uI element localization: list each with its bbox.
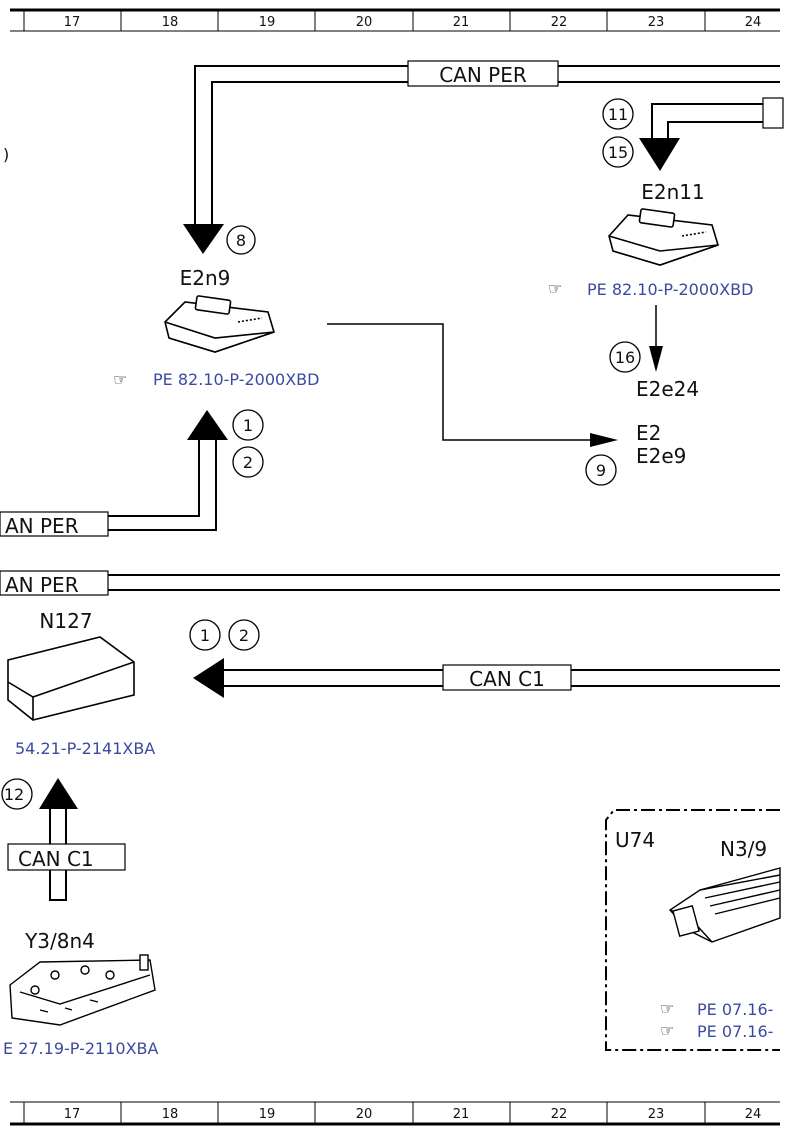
e2n11-ref-link[interactable]: PE 82.10-P-2000XBD: [587, 280, 753, 299]
e2n11-module[interactable]: E2n11 ☞ PE 82.10-P-2000XBD: [548, 180, 753, 299]
can-per-top-box: [407, 60, 559, 87]
arrow-left-icon: [193, 658, 224, 698]
control-unit-box-icon: [7, 636, 135, 721]
grid-number: 21: [453, 1107, 470, 1122]
callout-number: 9: [596, 461, 606, 480]
u74-label: U74: [615, 828, 655, 852]
grid-number: 23: [648, 15, 665, 30]
callout-number: 16: [615, 348, 635, 367]
can-per-left-label: AN PER: [5, 514, 79, 538]
y3-8n4-ref-link[interactable]: E 27.19-P-2110XBA: [3, 1039, 159, 1058]
u74-ref-link-1[interactable]: PE 07.16-: [697, 1000, 773, 1019]
arrow-up-icon: [39, 778, 78, 809]
hand-pointer-icon: ☞: [113, 370, 127, 389]
arrow-right-icon: [590, 433, 618, 447]
u74-ref-link-2[interactable]: PE 07.16-: [697, 1022, 773, 1041]
valve-body-icon: [9, 954, 156, 1026]
grid-number: 19: [259, 15, 276, 30]
can-c1-left-label: CAN C1: [18, 847, 94, 871]
can-c1-main-wire: CAN C1: [193, 658, 780, 698]
grid-number: 18: [162, 15, 179, 30]
callout-number: 2: [243, 453, 253, 472]
e2-output-wire: [327, 323, 618, 447]
callout-number: 8: [236, 231, 246, 250]
top-grid-bar: 17 18 19 20 21 22 23 24: [10, 8, 780, 32]
n3-9-label: N3/9: [720, 837, 767, 861]
can-per-left-label: AN PER: [5, 573, 79, 597]
can-per-top-wire: CAN PER: [183, 60, 780, 254]
callout-number: 15: [608, 143, 628, 162]
can-per-left-upper: AN PER: [0, 410, 228, 538]
n127-module[interactable]: N127 54.21-P-2141XBA: [7, 609, 155, 758]
grid-number: 23: [648, 1107, 665, 1122]
grid-number: 17: [64, 15, 81, 30]
e2n9-ref-link[interactable]: PE 82.10-P-2000XBD: [153, 370, 319, 389]
n127-ref-link[interactable]: 54.21-P-2141XBA: [15, 739, 155, 758]
grid-number: 21: [453, 15, 470, 30]
can-per-left-lower: AN PER: [0, 570, 780, 597]
hand-pointer-icon: ☞: [660, 999, 674, 1018]
control-unit-icon: [608, 208, 719, 266]
callout-number: 11: [608, 105, 628, 124]
grid-number: 22: [551, 15, 568, 30]
e2e24-label: E2e24: [636, 377, 699, 401]
callout-number: 12: [4, 785, 24, 804]
e2n9-module[interactable]: E2n9 ☞ PE 82.10-P-2000XBD: [113, 266, 319, 389]
callout-number: 1: [243, 416, 253, 435]
e2n11-input-wire: [639, 97, 784, 171]
engine-control-unit-icon: [668, 867, 781, 943]
grid-number: 18: [162, 1107, 179, 1122]
grid-number: 17: [64, 1107, 81, 1122]
e2-label: E2: [636, 421, 661, 445]
e2n9-label: E2n9: [180, 266, 231, 290]
e2n11-label: E2n11: [641, 180, 705, 204]
callout-number: 1: [200, 626, 210, 645]
control-unit-icon: [164, 295, 275, 353]
grid-number: 19: [259, 1107, 276, 1122]
hand-pointer-icon: ☞: [660, 1021, 674, 1040]
clipped-label: ): [3, 145, 9, 164]
can-c1-left-wire: CAN C1: [7, 778, 126, 901]
callout-circles: 8 11 15 1 2 16 9 1 2 12: [1, 98, 641, 810]
grid-number: 20: [356, 1107, 373, 1122]
can-per-top-label: CAN PER: [439, 63, 527, 87]
hand-pointer-icon: ☞: [548, 279, 562, 298]
grid-number: 22: [551, 1107, 568, 1122]
grid-number: 24: [745, 15, 762, 30]
y3-8n4-label: Y3/8n4: [24, 929, 95, 953]
arrow-up-icon: [187, 410, 228, 440]
arrow-down-icon: [639, 138, 680, 171]
can-c1-main-label: CAN C1: [469, 667, 545, 691]
y3-8n4-module[interactable]: Y3/8n4 E 27.19-P-2110XBA: [3, 929, 159, 1058]
callout-number: 2: [239, 626, 249, 645]
n127-label: N127: [39, 609, 92, 633]
e2e24-wire: E2e24: [636, 305, 699, 401]
arrow-down-icon: [649, 346, 663, 372]
e2e9-label: E2e9: [636, 444, 686, 468]
grid-number: 24: [745, 1107, 762, 1122]
arrow-down-icon: [183, 224, 224, 254]
grid-number: 20: [356, 15, 373, 30]
u74-module[interactable]: U74 N3/9 ☞ PE 07.16- ☞ PE 07.16-: [605, 809, 781, 1051]
bottom-grid-bar: 17 18 19 20 21 22 23 24: [10, 1101, 780, 1126]
